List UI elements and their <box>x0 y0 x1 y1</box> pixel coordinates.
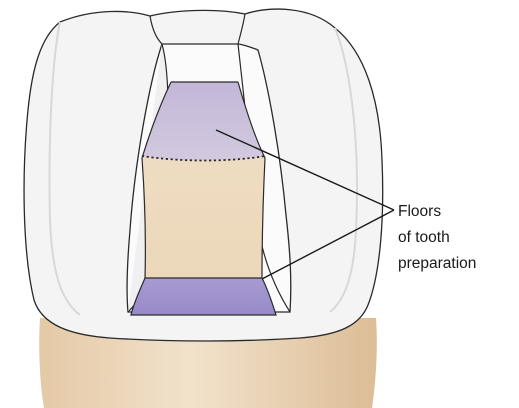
floors-label: Floors of tooth preparation <box>398 203 476 272</box>
label-line-1: Floors <box>398 203 441 220</box>
label-line-3: preparation <box>398 255 476 272</box>
lower-floor <box>131 278 276 315</box>
label-line-2: of tooth <box>398 229 450 246</box>
